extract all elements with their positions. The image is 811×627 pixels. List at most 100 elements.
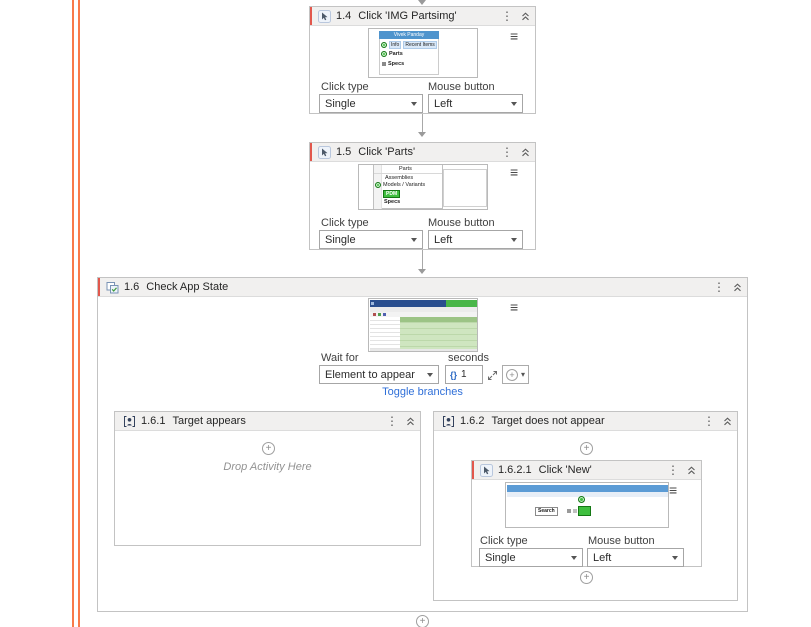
add-activity-button[interactable]: +	[580, 442, 593, 455]
thumb-menu-item: Recent Items	[403, 41, 437, 49]
add-activity-button[interactable]: +	[416, 615, 429, 627]
thumb-menu-item: Models / Variants	[383, 182, 426, 188]
add-property-button[interactable]: + ▾	[502, 365, 530, 384]
click-activity-icon	[318, 145, 331, 159]
flow-arrow	[418, 269, 426, 274]
target-bullseye-icon	[381, 51, 387, 57]
kebab-menu-icon[interactable]: ⋮	[386, 414, 398, 428]
toggle-branches-link[interactable]: Toggle branches	[382, 386, 463, 398]
click-activity-icon	[480, 463, 493, 477]
chevron-down-icon	[411, 101, 417, 106]
mouse-button-dropdown[interactable]: Left	[587, 548, 684, 567]
collapse-icon[interactable]	[521, 147, 530, 157]
check-app-state-icon	[106, 281, 119, 293]
click-type-dropdown[interactable]: Single	[479, 548, 583, 567]
seconds-input[interactable]: {} 1	[445, 365, 483, 384]
mouse-button-dropdown[interactable]: Left	[428, 94, 523, 113]
chevron-down-icon	[427, 372, 433, 377]
thumb-search-box: Search	[535, 507, 558, 516]
target-bullseye-icon	[375, 182, 381, 188]
click-target-thumbnail[interactable]: Vivek Panday Info Recent Items Parts Spe…	[368, 28, 478, 78]
thumbnail-menu-icon[interactable]: ≡	[669, 482, 678, 498]
add-activity-button[interactable]: +	[580, 571, 593, 584]
chevron-down-icon	[511, 101, 517, 106]
thumb-menu-item: Parts	[399, 166, 412, 172]
thumb-menu-item: Specs	[384, 199, 401, 205]
app-state-thumbnail[interactable]	[368, 298, 478, 352]
add-activity-button[interactable]: +	[262, 442, 275, 455]
click-type-dropdown[interactable]: Single	[319, 230, 423, 249]
kebab-menu-icon[interactable]: ⋮	[667, 463, 679, 477]
target-bullseye-icon	[578, 496, 585, 503]
click-type-label: Click type	[321, 217, 369, 229]
thumbnail-menu-icon[interactable]: ≡	[510, 164, 519, 180]
plus-icon: +	[506, 368, 518, 381]
mouse-button-label: Mouse button	[428, 81, 495, 93]
target-branch-icon	[443, 415, 454, 427]
activity-accent	[472, 461, 474, 479]
kebab-menu-icon[interactable]: ⋮	[713, 280, 725, 294]
chevron-down-icon	[511, 237, 517, 242]
thumb-menu-item: Parts	[389, 51, 403, 57]
activity-accent	[98, 278, 100, 296]
click-activity-icon	[318, 9, 331, 23]
collapse-icon[interactable]	[687, 465, 696, 475]
collapse-icon[interactable]	[521, 11, 530, 21]
click-target-thumbnail[interactable]: Search	[505, 482, 669, 528]
chevron-down-icon	[411, 237, 417, 242]
thumbnail-menu-icon[interactable]: ≡	[510, 28, 519, 44]
collapse-icon[interactable]	[733, 282, 742, 292]
chevron-down-icon	[571, 555, 577, 560]
flow-connector	[422, 114, 423, 133]
flow-arrow	[418, 0, 426, 5]
click-type-dropdown[interactable]: Single	[319, 94, 423, 113]
target-bullseye-icon	[381, 42, 387, 48]
kebab-menu-icon[interactable]: ⋮	[703, 414, 715, 428]
kebab-menu-icon[interactable]: ⋮	[501, 145, 513, 159]
thumb-menu-item: Info	[389, 41, 402, 49]
thumbnail-menu-icon[interactable]: ≡	[510, 299, 519, 315]
thumb-menu-item: Assemblies	[385, 175, 414, 181]
open-expression-editor-icon[interactable]	[487, 368, 498, 386]
activity-accent	[310, 7, 312, 25]
mouse-button-label: Mouse button	[428, 217, 495, 229]
thumb-item-icon	[382, 62, 386, 66]
collapse-icon[interactable]	[406, 416, 415, 426]
seconds-label: seconds	[448, 352, 489, 364]
activity-accent	[310, 143, 312, 161]
thumb-highlighted-new-button	[578, 506, 591, 516]
thumb-menu-popup	[373, 165, 443, 209]
kebab-menu-icon[interactable]: ⋮	[501, 9, 513, 23]
flow-connector	[422, 250, 423, 270]
expression-braces-icon: {}	[450, 369, 458, 380]
click-target-thumbnail[interactable]: Parts Assemblies Models / Variants PDM S…	[358, 164, 488, 210]
scope-guide-line	[78, 0, 80, 627]
wait-for-dropdown[interactable]: Element to appear	[319, 365, 439, 384]
scope-guide-line	[72, 0, 74, 627]
click-type-label: Click type	[480, 535, 528, 547]
wait-for-label: Wait for	[321, 352, 359, 364]
mouse-button-dropdown[interactable]: Left	[428, 230, 523, 249]
drop-activity-hint: Drop Activity Here	[223, 461, 312, 473]
collapse-icon[interactable]	[723, 416, 732, 426]
thumb-submenu-panel	[443, 169, 487, 207]
